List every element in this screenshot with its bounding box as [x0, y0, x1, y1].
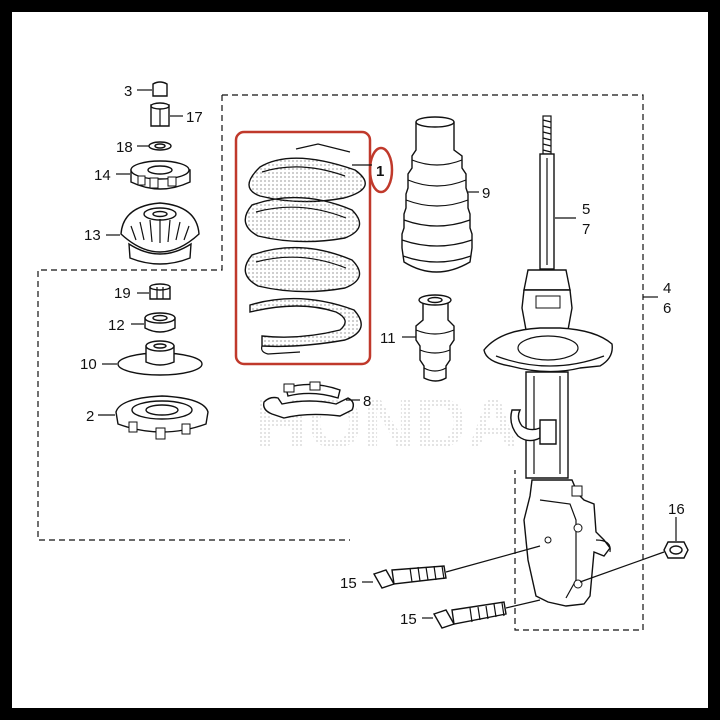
- callout-17: 17: [186, 109, 203, 126]
- assembly-boundary-left: [37, 95, 350, 541]
- part-15-bolt-lower: [432, 601, 507, 629]
- callout-1-highlight: [368, 146, 394, 194]
- callout-15-lower: 15: [400, 611, 417, 628]
- callout-9: 9: [482, 185, 490, 202]
- callout-13: 13: [84, 227, 101, 244]
- part-14-bearing-ring: [130, 160, 191, 190]
- part-2-seat-rubber: [115, 395, 209, 440]
- callout-14: 14: [94, 167, 111, 184]
- part-8-lower-rubber: [262, 381, 355, 419]
- part-15-bolt-upper: [372, 565, 447, 589]
- callout-4: 4: [663, 280, 671, 297]
- callout-3: 3: [124, 83, 132, 100]
- assembly-boundary-right: [222, 94, 644, 631]
- callout-5: 5: [582, 201, 590, 218]
- part-9-dust-boot: [401, 116, 473, 273]
- part-17-nut: [150, 102, 170, 127]
- callout-7: 7: [582, 221, 590, 238]
- part-16-nut: [663, 541, 689, 559]
- part-18-washer: [148, 141, 172, 151]
- part-19-nut: [149, 283, 171, 300]
- honda-watermark: HONDA: [255, 384, 519, 464]
- part-3-cap: [152, 81, 168, 97]
- callout-2: 2: [86, 408, 94, 425]
- callout-1: 1: [376, 163, 384, 180]
- callout-12: 12: [108, 317, 125, 334]
- strut-assembly: [483, 115, 613, 607]
- callout-19: 19: [114, 285, 131, 302]
- callout-6: 6: [663, 300, 671, 317]
- callout-8: 8: [363, 393, 371, 410]
- callout-11: 11: [380, 330, 396, 347]
- callout-16: 16: [668, 501, 685, 518]
- callout-15-upper: 15: [340, 575, 357, 592]
- part-10-spring-seat: [117, 340, 203, 376]
- callout-10: 10: [80, 356, 97, 373]
- spring-highlight-box: [234, 130, 372, 366]
- callout-18: 18: [116, 139, 133, 156]
- part-11-bump-stop: [415, 294, 455, 382]
- part-13-strut-mount: [120, 202, 200, 265]
- part-12-bushing: [144, 312, 176, 333]
- part-1-coil-spring: [244, 143, 366, 355]
